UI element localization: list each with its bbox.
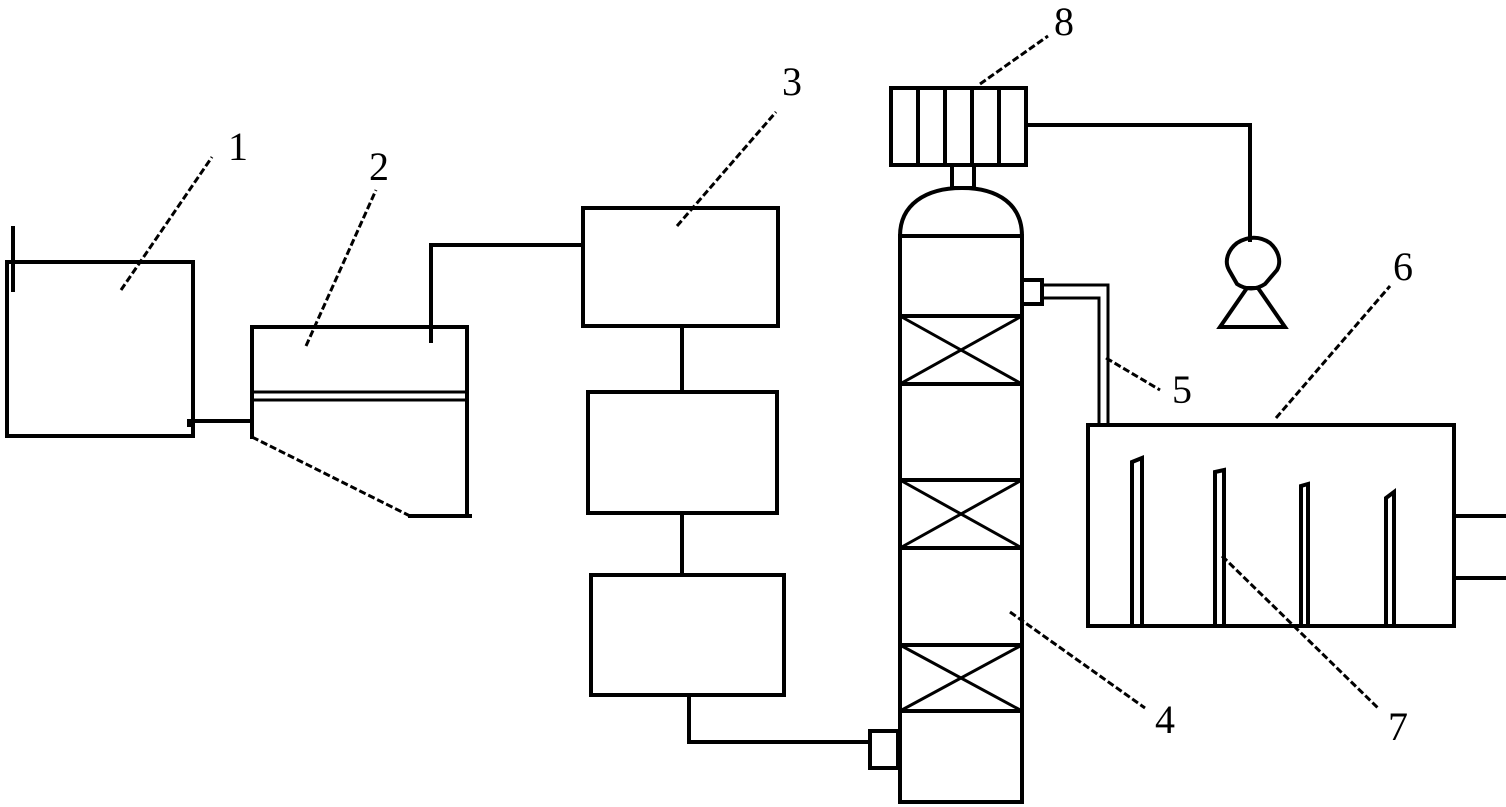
label-7: 7: [1388, 704, 1408, 749]
leader-line-3: [675, 111, 778, 227]
tank-6: [1086, 423, 1506, 628]
fan-icon: [1216, 235, 1289, 329]
pipe-5: [1020, 278, 1110, 425]
pipe-1-to-2: [187, 419, 254, 427]
top-unit-8: [889, 86, 1028, 190]
label-8: 8: [1054, 0, 1074, 44]
tank-1: [5, 226, 195, 438]
leader-line-1: [119, 156, 214, 291]
label-2: 2: [369, 144, 389, 189]
label-6: 6: [1393, 244, 1413, 289]
pipe-3-to-4: [687, 695, 872, 744]
leader-line-5: [1105, 356, 1161, 392]
label-4: 4: [1155, 697, 1175, 742]
leader-line-6: [1274, 285, 1392, 419]
leader-line-7: [1220, 554, 1380, 710]
leader-line-8: [979, 34, 1049, 86]
treatment-unit-3: [581, 206, 786, 697]
exhaust-pipe: [1024, 123, 1252, 242]
leader-line-4: [1009, 610, 1146, 710]
label-1: 1: [228, 124, 248, 169]
inlet-nozzle: [868, 729, 900, 770]
leader-line-2: [304, 189, 378, 347]
electrodes-7: [1130, 455, 1396, 628]
pipe-2-to-3: [429, 243, 585, 343]
label-5: 5: [1172, 367, 1192, 412]
settling-tank-2: [250, 325, 472, 518]
label-3: 3: [782, 59, 802, 104]
packed-tower-4: [897, 185, 1025, 804]
